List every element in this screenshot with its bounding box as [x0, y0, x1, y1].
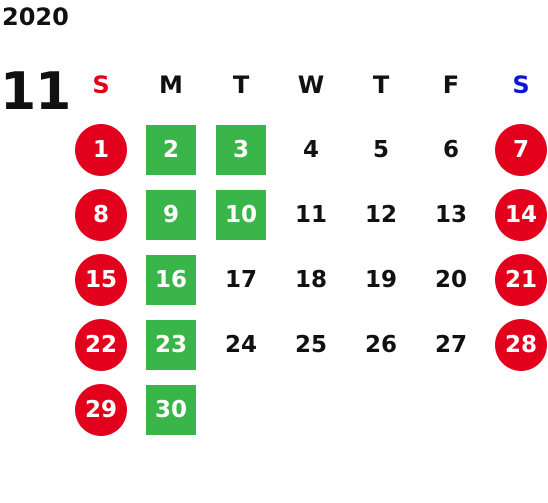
holiday-circle: 21	[495, 254, 547, 306]
day-cell[interactable]: 22	[66, 319, 136, 371]
day-cell[interactable]: 17	[206, 255, 276, 305]
day-cell[interactable]: 10	[206, 190, 276, 240]
month-number: 11	[0, 62, 71, 122]
day-number: 8	[92, 201, 109, 228]
holiday-circle: 1	[75, 124, 127, 176]
day-number: 16	[154, 266, 187, 293]
weekday-friday: F	[442, 71, 460, 99]
holiday-circle: 8	[75, 189, 127, 241]
weekday-thursday: T	[372, 71, 390, 99]
day-cell[interactable]: 24	[206, 320, 276, 370]
holiday-circle: 15	[75, 254, 127, 306]
day-cell[interactable]: 20	[416, 255, 486, 305]
day-number: 7	[512, 136, 529, 163]
weekday-tuesday: T	[232, 71, 250, 99]
day-number: 11	[294, 201, 327, 228]
holiday-circle: 22	[75, 319, 127, 371]
day-number: 27	[434, 331, 467, 358]
day-cell[interactable]: 19	[346, 255, 416, 305]
day-cell[interactable]: 15	[66, 254, 136, 306]
week-row: 15 16 17 18 19 20 21	[66, 254, 548, 306]
day-number: 21	[504, 266, 537, 293]
week-row: 29 30	[66, 384, 548, 436]
day-cell[interactable]: 21	[486, 254, 548, 306]
day-cell[interactable]: 6	[416, 125, 486, 175]
day-cell[interactable]: 1	[66, 124, 136, 176]
day-cell[interactable]: 11	[276, 190, 346, 240]
day-number: 6	[442, 136, 459, 163]
holiday-circle: 29	[75, 384, 127, 436]
day-cell[interactable]: 12	[346, 190, 416, 240]
day-cell[interactable]: 3	[206, 125, 276, 175]
year-label: 2020	[2, 3, 69, 31]
day-number: 3	[232, 136, 249, 163]
day-number: 17	[224, 266, 257, 293]
week-row: 22 23 24 25 26 27 28	[66, 319, 548, 371]
day-cell[interactable]: 27	[416, 320, 486, 370]
day-cell[interactable]: 2	[136, 125, 206, 175]
day-cell[interactable]: 25	[276, 320, 346, 370]
day-cell[interactable]: 23	[136, 320, 206, 370]
weekday-monday: M	[159, 71, 183, 99]
highlight-square: 16	[146, 255, 196, 305]
day-number: 20	[434, 266, 467, 293]
day-cell[interactable]: 26	[346, 320, 416, 370]
day-number: 10	[224, 201, 257, 228]
day-cell[interactable]: 7	[486, 124, 548, 176]
day-number: 26	[364, 331, 397, 358]
day-number: 28	[504, 331, 537, 358]
day-cell[interactable]: 5	[346, 125, 416, 175]
highlight-square: 3	[216, 125, 266, 175]
day-number: 18	[294, 266, 327, 293]
day-cell[interactable]: 29	[66, 384, 136, 436]
weekday-wednesday: W	[297, 71, 325, 99]
day-cell[interactable]: 13	[416, 190, 486, 240]
highlight-square: 9	[146, 190, 196, 240]
day-cell[interactable]: 30	[136, 385, 206, 435]
day-number: 24	[224, 331, 257, 358]
day-number: 30	[154, 396, 187, 423]
day-cell[interactable]: 4	[276, 125, 346, 175]
day-number: 12	[364, 201, 397, 228]
holiday-circle: 28	[495, 319, 547, 371]
weekday-saturday: S	[512, 71, 530, 99]
day-cell[interactable]: 18	[276, 255, 346, 305]
highlight-square: 10	[216, 190, 266, 240]
week-row: 8 9 10 11 12 13 14	[66, 189, 548, 241]
week-row: 1 2 3 4 5 6 7	[66, 124, 548, 176]
day-number: 19	[364, 266, 397, 293]
highlight-square: 23	[146, 320, 196, 370]
day-number: 1	[92, 136, 109, 163]
weekday-sunday: S	[92, 71, 110, 99]
highlight-square: 2	[146, 125, 196, 175]
day-cell[interactable]: 14	[486, 189, 548, 241]
day-cell[interactable]: 9	[136, 190, 206, 240]
weekday-header-row: S M T W T F S	[66, 60, 548, 110]
day-number: 25	[294, 331, 327, 358]
day-number: 13	[434, 201, 467, 228]
highlight-square: 30	[146, 385, 196, 435]
day-number: 22	[84, 331, 117, 358]
day-number: 5	[372, 136, 389, 163]
day-cell[interactable]: 28	[486, 319, 548, 371]
day-number: 29	[84, 396, 117, 423]
holiday-circle: 14	[495, 189, 547, 241]
day-number: 2	[162, 136, 179, 163]
day-number: 9	[162, 201, 179, 228]
day-number: 4	[302, 136, 319, 163]
day-number: 14	[504, 201, 537, 228]
day-number: 23	[154, 331, 187, 358]
day-number: 15	[84, 266, 117, 293]
day-cell[interactable]: 16	[136, 255, 206, 305]
day-cell[interactable]: 8	[66, 189, 136, 241]
holiday-circle: 7	[495, 124, 547, 176]
